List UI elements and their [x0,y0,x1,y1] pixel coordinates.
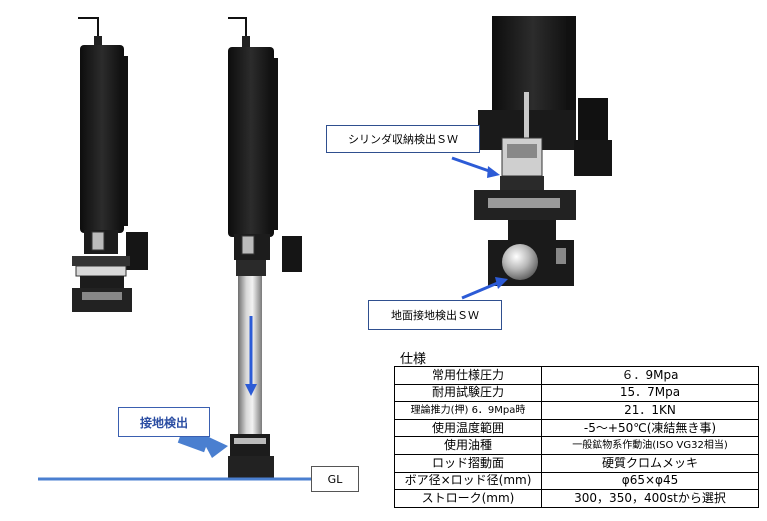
table-row: 耐用試験圧力 15．7Mpa [394,383,759,403]
table-row: ストローク(mm) 300，350，400stから選択 [394,489,759,508]
spec-value: -5～+50℃(凍結無き事) [541,418,759,438]
table-row: ロッド摺動面 硬質クロムメッキ [394,453,759,473]
spec-value: 一般鉱物系作動油(ISO VG32相当) [541,436,759,455]
table-row: 常用仕様圧力 ６．9Mpa [394,366,759,385]
ground-sw-text: 地面接地検出ＳＷ [391,309,479,322]
spec-value: φ65×φ45 [541,471,759,491]
spec-value: 硬質クロムメッキ [541,453,759,473]
spec-label: ストローク(mm) [394,489,542,508]
spec-value: 15．7Mpa [541,383,759,403]
table-row: 理論推力(押) 6．9Mpa時 21．1KN [394,401,759,420]
spec-label: 使用温度範囲 [394,418,542,438]
spec-label: ロッド摺動面 [394,453,542,473]
spec-label: 耐用試験圧力 [394,383,542,403]
cylinder-sw-label: シリンダ収納検出ＳＷ [326,125,480,153]
spec-label: 使用油種 [394,436,542,455]
spec-value: 300，350，400stから選択 [541,489,759,508]
closeup-illustration [451,16,612,300]
cylinder-sw-text: シリンダ収納検出ＳＷ [348,133,458,146]
spec-table: 常用仕様圧力 ６．9Mpa 耐用試験圧力 15．7Mpa 理論推力(押) 6．9… [394,366,759,508]
ground-detect-label: 接地検出 [118,407,210,437]
spec-label: 理論推力(押) 6．9Mpa時 [394,401,542,420]
cylinder-extended [228,17,302,478]
spec-label: ボア径×ロッド径(mm) [394,471,542,491]
table-row: ボア径×ロッド径(mm) φ65×φ45 [394,471,759,491]
table-row: 使用温度範囲 -5～+50℃(凍結無き事) [394,418,759,438]
cylinder-retracted [72,17,148,312]
spec-value: ６．9Mpa [541,366,759,385]
spec-label: 常用仕様圧力 [394,366,542,385]
gl-label: GL [311,466,359,492]
table-row: 使用油種 一般鉱物系作動油(ISO VG32相当) [394,436,759,455]
spec-value: 21．1KN [541,401,759,420]
ground-sw-label: 地面接地検出ＳＷ [368,300,502,330]
spec-title: 仕様 [400,352,427,367]
